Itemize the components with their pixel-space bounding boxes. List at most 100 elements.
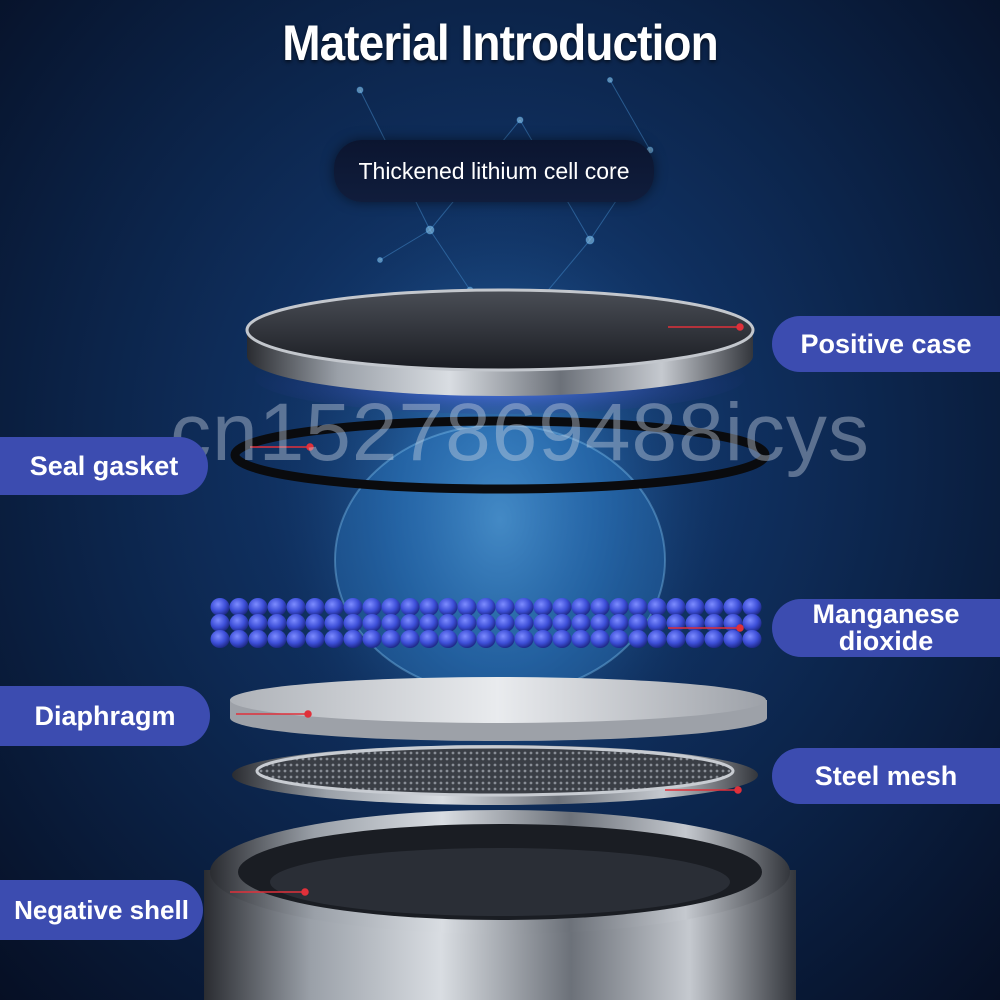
- manganese-dioxide-part: [210, 598, 762, 648]
- bead: [248, 614, 268, 632]
- bead: [210, 614, 230, 632]
- bead: [457, 614, 477, 632]
- bead: [647, 598, 667, 616]
- bead: [609, 630, 629, 648]
- bead: [590, 630, 610, 648]
- bead: [685, 614, 705, 632]
- diaphragm-part: [230, 677, 767, 742]
- bead: [324, 598, 344, 616]
- label-negative-shell: Negative shell: [0, 880, 203, 940]
- bead: [229, 614, 249, 632]
- bead: [286, 614, 306, 632]
- bead: [571, 614, 591, 632]
- bead: [305, 614, 325, 632]
- bead: [419, 614, 439, 632]
- bead: [495, 630, 515, 648]
- bead: [742, 598, 762, 616]
- bead: [305, 630, 325, 648]
- bead: [343, 598, 363, 616]
- bead: [362, 630, 382, 648]
- page-title: Material Introduction: [282, 15, 719, 71]
- bead: [248, 598, 268, 616]
- bead: [666, 598, 686, 616]
- bead: [514, 630, 534, 648]
- subtitle-badge: Thickened lithium cell core: [334, 140, 654, 202]
- bead: [628, 630, 648, 648]
- bead: [571, 598, 591, 616]
- bead: [704, 598, 724, 616]
- bead: [742, 614, 762, 632]
- bead: [685, 630, 705, 648]
- bead: [704, 630, 724, 648]
- bead: [362, 598, 382, 616]
- bead: [419, 630, 439, 648]
- bead: [210, 598, 230, 616]
- bead: [495, 598, 515, 616]
- bead: [267, 614, 287, 632]
- bead: [267, 630, 287, 648]
- bead: [514, 614, 534, 632]
- bead: [229, 598, 249, 616]
- bead: [590, 614, 610, 632]
- steel-mesh-part: [232, 745, 758, 805]
- bead: [609, 614, 629, 632]
- bead: [590, 598, 610, 616]
- bead: [381, 614, 401, 632]
- bead: [400, 598, 420, 616]
- positive-case-part: [245, 288, 755, 414]
- bead: [286, 630, 306, 648]
- bead: [628, 598, 648, 616]
- bead: [514, 598, 534, 616]
- bead: [324, 614, 344, 632]
- bead: [457, 598, 477, 616]
- bead: [457, 630, 477, 648]
- seal-gasket-part: [230, 416, 770, 494]
- bead: [742, 630, 762, 648]
- bead: [723, 598, 743, 616]
- bead: [210, 630, 230, 648]
- bead: [362, 614, 382, 632]
- bead: [400, 630, 420, 648]
- bead: [609, 598, 629, 616]
- bead: [647, 614, 667, 632]
- bead: [248, 630, 268, 648]
- bead: [552, 630, 572, 648]
- bead: [267, 598, 287, 616]
- bead: [438, 614, 458, 632]
- bead: [704, 614, 724, 632]
- bead: [533, 630, 553, 648]
- negative-shell-part: [204, 810, 796, 1000]
- bead: [552, 614, 572, 632]
- label-manganese-dioxide: Manganese dioxide: [772, 599, 1000, 657]
- bead: [343, 630, 363, 648]
- bead: [419, 598, 439, 616]
- bead: [647, 630, 667, 648]
- bead: [381, 598, 401, 616]
- bead: [438, 598, 458, 616]
- bead: [476, 630, 496, 648]
- bead: [552, 598, 572, 616]
- bead: [286, 598, 306, 616]
- bead: [381, 630, 401, 648]
- bead: [343, 614, 363, 632]
- bead: [666, 614, 686, 632]
- label-positive-case: Positive case: [772, 316, 1000, 372]
- bead: [324, 630, 344, 648]
- watermark-text: cn1527869488icys: [170, 387, 870, 478]
- bead: [438, 630, 458, 648]
- bead: [628, 614, 648, 632]
- bead: [476, 598, 496, 616]
- bead: [495, 614, 515, 632]
- bead: [723, 630, 743, 648]
- bead: [533, 598, 553, 616]
- bead: [685, 598, 705, 616]
- leader-lines: [230, 323, 744, 896]
- bead: [229, 630, 249, 648]
- label-steel-mesh: Steel mesh: [772, 748, 1000, 804]
- label-diaphragm: Diaphragm: [0, 686, 210, 746]
- bead: [571, 630, 591, 648]
- bead: [533, 614, 553, 632]
- bead: [666, 630, 686, 648]
- bead: [476, 614, 496, 632]
- bead: [305, 598, 325, 616]
